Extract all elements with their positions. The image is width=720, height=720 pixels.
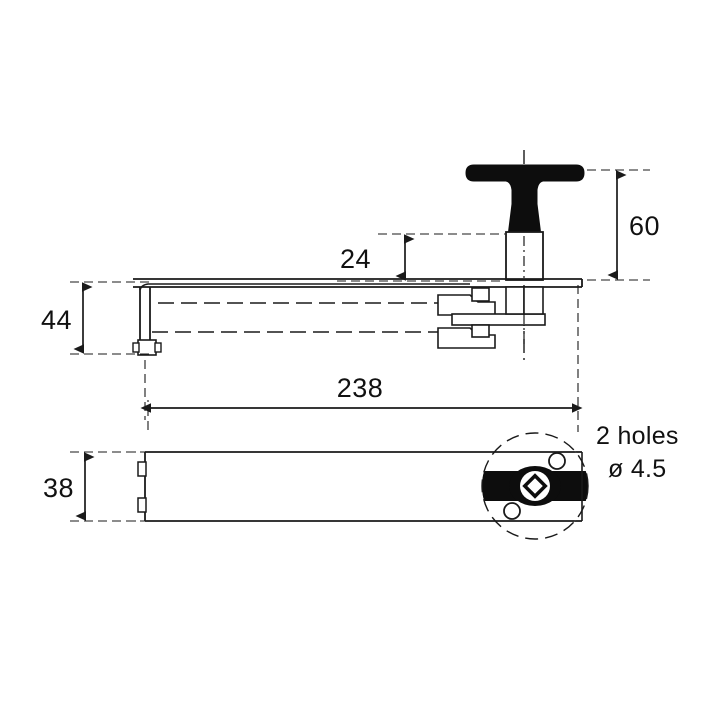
linkage-lower-boss (471, 324, 490, 338)
dimension-38-label: 38 (43, 473, 74, 503)
dimension-60: 60 (587, 169, 660, 281)
dimension-38: 38 (43, 451, 148, 522)
hook-arm-top-curve (139, 283, 470, 291)
linkage-lower-arm (437, 327, 496, 349)
dimension-24-label: 24 (340, 244, 371, 274)
hook-roller-pin (132, 339, 162, 356)
roller-right-cap (154, 342, 162, 353)
dimension-238-label: 238 (337, 373, 384, 403)
linkage-upper-boss (471, 287, 490, 302)
dimension-238: 238 (140, 285, 583, 432)
dimension-44-label: 44 (41, 305, 72, 335)
roller-left-cap (132, 342, 140, 353)
fixing-hole-lower (503, 502, 521, 520)
detail-circle-boundary (481, 432, 589, 540)
hook-arm-body (132, 283, 470, 356)
dimension-44: 44 (41, 281, 152, 355)
detail-circle-view (481, 432, 589, 540)
plan-tab-lower (137, 497, 147, 513)
spindle-block-left (505, 286, 525, 315)
linkage-cross-bar (451, 313, 546, 326)
spindle-block-right (523, 286, 544, 315)
dimension-60-label: 60 (629, 211, 660, 241)
plan-tab-upper (137, 461, 147, 477)
holes-note-line1: 2 holes (596, 422, 679, 450)
holes-note-line2: ø 4.5 (608, 455, 666, 483)
roller-body (137, 339, 157, 356)
handle-barrel (505, 231, 544, 281)
linkage-upper-arm (437, 294, 496, 316)
latch-linkage (437, 286, 546, 349)
t-handle-taper (508, 200, 541, 232)
side-elevation-view (132, 150, 585, 360)
holes-note: 2 holes ø 4.5 (596, 422, 679, 483)
fixing-hole-upper (548, 452, 566, 470)
detail-circle-contents (482, 433, 588, 539)
dimension-24: 24 (337, 233, 505, 282)
